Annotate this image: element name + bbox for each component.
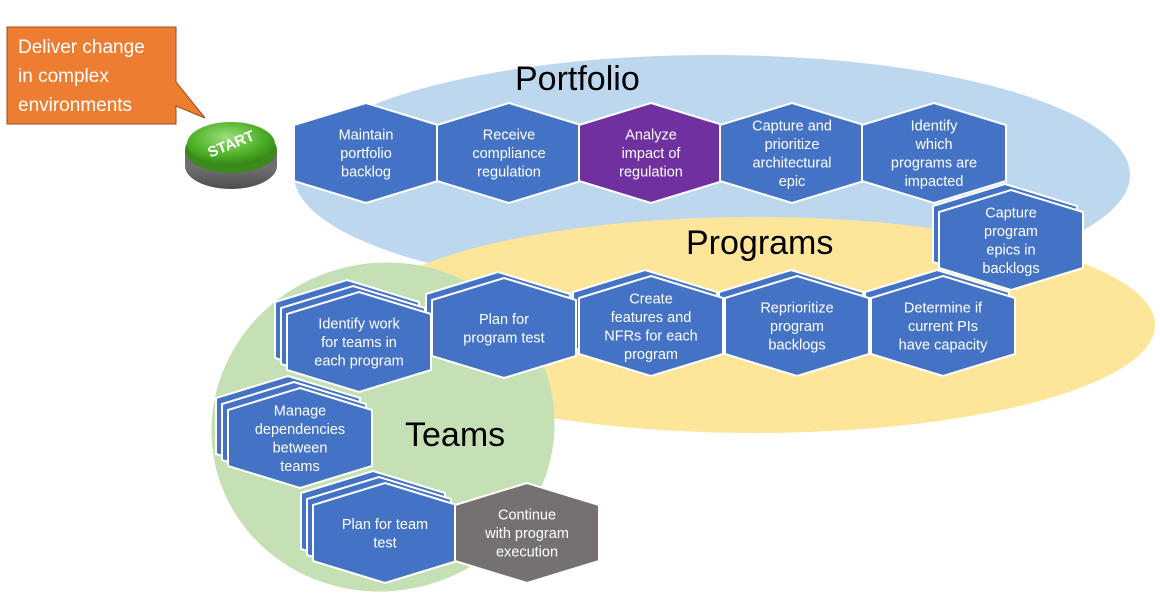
step-label-line: Plan for team — [342, 517, 428, 533]
step-label-line: Identify — [911, 118, 958, 134]
step-hexagon — [312, 481, 458, 585]
step-label-line: backlog — [341, 165, 391, 181]
step-manage-dependencies-between-teams: Manage dependencies between teams — [215, 374, 373, 490]
step-continue-with-program-execution: Continue with program execution — [454, 481, 600, 585]
step-label-line: program — [770, 319, 824, 335]
step-capture-program-epics-in-backlogs: Capture program epics in backlogs — [932, 182, 1084, 292]
step-hexagon — [578, 274, 724, 378]
step-label-line: NFRs for each — [604, 328, 697, 344]
step-label-line: Maintain — [339, 128, 394, 144]
teams-title: Teams — [405, 416, 505, 454]
step-label-line: Create — [629, 291, 673, 307]
step-label-line: backlogs — [982, 261, 1039, 277]
step-label-line: Receive — [483, 128, 535, 144]
step-hexagon — [724, 274, 870, 378]
step-label-line: program — [624, 347, 678, 363]
step-label-line: which — [914, 137, 952, 153]
step-label-line: Manage — [274, 403, 326, 419]
portfolio-title: Portfolio — [515, 60, 640, 98]
step-label-line: Capture and — [752, 118, 832, 134]
step-label-line: Identify work — [318, 317, 400, 333]
step-label-line: impacted — [905, 174, 964, 190]
step-label-line: features and — [611, 310, 692, 326]
step-label-line: compliance — [472, 146, 545, 162]
step-receive-compliance-regulation: Receive compliance regulation — [436, 101, 582, 205]
callout-line-2: in complex — [18, 66, 109, 87]
process-steps: Maintain portfolio backlog Receive complianc… — [215, 101, 1084, 585]
step-label-line: Reprioritize — [760, 301, 833, 317]
step-label-line: impact of — [622, 146, 682, 162]
step-label-line: programs are — [891, 155, 977, 171]
step-identify-which-programs-impacted: Identify which programs are impacted — [861, 101, 1007, 205]
step-label-line: current PIs — [908, 319, 978, 335]
step-analyze-impact-of-regulation: Analyze impact of regulation — [578, 101, 724, 205]
step-hexagon — [286, 290, 432, 394]
step-maintain-portfolio-backlog: Maintain portfolio backlog — [293, 101, 439, 205]
step-label-line: epics in — [986, 242, 1035, 258]
step-hexagon — [227, 386, 373, 490]
step-label-line: dependencies — [255, 422, 345, 438]
step-hexagon — [870, 274, 1016, 378]
step-label-line: program — [984, 224, 1038, 240]
step-hexagon — [938, 188, 1084, 292]
step-plan-for-program-test: Plan for program test — [425, 270, 577, 380]
step-label-line: for teams in — [321, 335, 397, 351]
step-label-line: Continue — [498, 508, 556, 524]
step-hexagon — [861, 101, 1007, 205]
step-label-line: prioritize — [765, 137, 820, 153]
step-reprioritize-program-backlogs: Reprioritize program backlogs — [718, 268, 870, 378]
step-label-line: have capacity — [899, 338, 988, 354]
step-label-line: regulation — [477, 165, 541, 181]
step-label-line: Capture — [985, 205, 1037, 221]
start-button[interactable]: START — [185, 122, 277, 189]
step-label-line: test — [373, 535, 396, 551]
step-label-line: each program — [314, 354, 403, 370]
step-label-line: Analyze — [625, 128, 677, 144]
step-label-line: teams — [280, 459, 320, 475]
step-label-line: epic — [779, 174, 806, 190]
step-label-line: regulation — [619, 165, 683, 181]
step-label-line: Determine if — [904, 301, 983, 317]
step-label-line: with program — [484, 526, 569, 542]
step-label-line: architectural — [753, 155, 832, 171]
step-determine-current-pis-capacity: Determine if current PIs have capacity — [864, 268, 1016, 378]
callout-line-3: environments — [18, 95, 132, 116]
step-label-line: backlogs — [768, 338, 825, 354]
step-capture-prioritize-architectural-epic: Capture and prioritize architectural epic — [719, 101, 865, 205]
step-label-line: execution — [496, 545, 558, 561]
step-label-line: program test — [463, 330, 544, 346]
step-label-line: portfolio — [340, 146, 392, 162]
step-plan-for-team-test: Plan for team test — [300, 469, 458, 585]
callout-line-1: Deliver change — [18, 37, 145, 58]
step-label-line: Plan for — [479, 312, 529, 328]
step-hexagon — [454, 481, 600, 585]
callout: Deliver change in complex environments — [6, 26, 206, 125]
step-label-line: between — [273, 440, 328, 456]
step-hexagon — [431, 276, 577, 380]
programs-title: Programs — [686, 224, 833, 262]
step-identify-work-for-teams: Identify work for teams in each program — [274, 278, 432, 394]
